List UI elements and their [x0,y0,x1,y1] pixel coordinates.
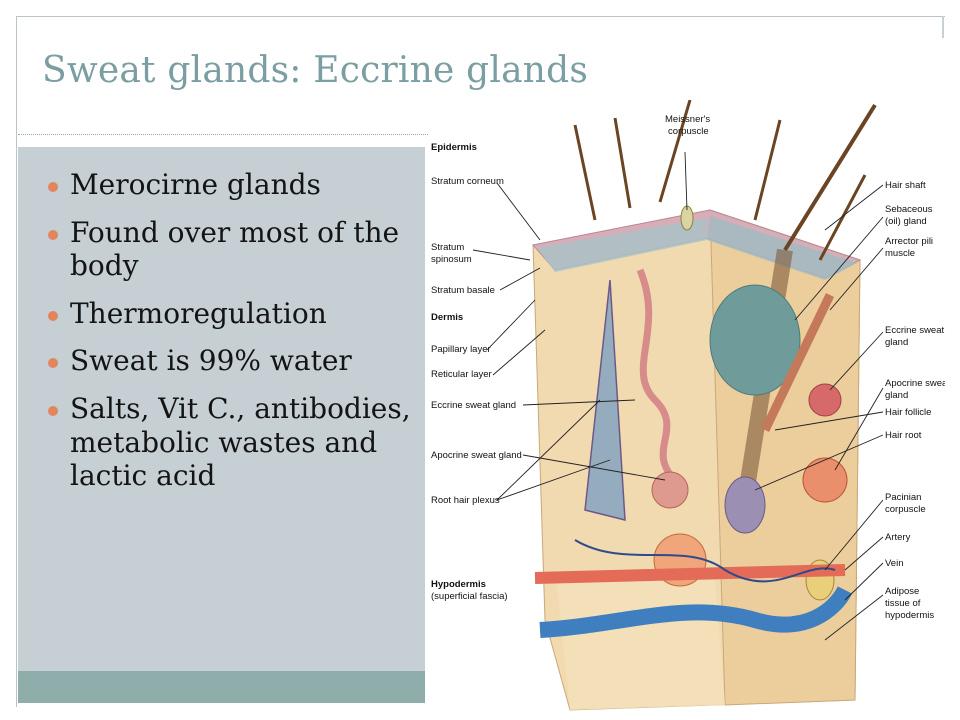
label-root-hair-plexus: Root hair plexus [431,495,500,506]
skin-block-illustration [532,100,877,711]
label-pacinian: Pacinian [885,492,921,503]
label-superficial-fascia: (superficial fascia) [431,591,508,602]
bullet-dot-icon [48,358,58,369]
label-sebaceous-2: (oil) gland [885,216,927,227]
label-artery: Artery [885,532,911,543]
bullet-item: Merocirne glands [48,168,420,202]
slide-frame [16,16,945,707]
label-eccrine-sweat-gland: Eccrine sweat gland [431,400,516,411]
label-stratum-basale: Stratum basale [431,285,495,296]
bullet-item: Sweat is 99% water [48,344,420,378]
bullet-list: Merocirne glands Found over most of the … [48,168,420,507]
label-adipose: Adipose [885,586,919,597]
label-papillary-layer: Papillary layer [431,344,491,355]
label-stratum-spinosum-2: spinosum [431,254,472,265]
label-pacinian-2: corpuscle [885,504,926,515]
label-reticular-layer: Reticular layer [431,369,492,380]
bullet-item: Found over most of the body [48,216,420,283]
label-stratum-corneum: Stratum corneum [431,176,504,187]
label-apocrine-right-2: gland [885,390,908,401]
leader-lines [472,151,884,641]
label-epidermis: Epidermis [431,142,477,153]
label-apocrine-right: Apocrine sweat [885,378,945,389]
bullet-dot-icon [48,182,58,192]
label-arrector-pili-2: muscle [885,248,915,259]
bullet-item: Salts, Vit C., antibodies, metabolic was… [48,392,420,493]
label-meissners: Meissner's [665,114,710,125]
bullet-dot-icon [48,229,58,240]
skin-anatomy-figure: Epidermis Stratum corneum Stratum spinos… [425,100,945,720]
label-eccrine-right: Eccrine sweat [885,325,944,336]
label-eccrine-right-2: gland [885,337,908,348]
bullet-text: Merocirne glands [70,168,321,201]
label-meissners-2: corpuscle [668,126,709,137]
bullet-text: Sweat is 99% water [70,344,352,378]
label-hair-follicle: Hair follicle [885,407,931,418]
bullet-text: Found over most of the body [70,215,400,283]
label-hair-root: Hair root [885,430,922,441]
bullet-item: Thermoregulation [48,297,420,331]
bullet-text: Thermoregulation [70,296,327,330]
bullet-dot-icon [48,405,58,416]
skin-diagram: Epidermis Stratum corneum Stratum spinos… [431,100,945,711]
label-dermis: Dermis [431,312,463,323]
label-hair-shaft: Hair shaft [885,180,926,191]
label-apocrine-sweat-gland: Apocrine sweat gland [431,450,522,461]
slide-title: Sweat glands: Eccrine glands [42,50,589,91]
bullet-dot-icon [48,310,58,321]
frame-tick [942,16,944,38]
label-sebaceous: Sebaceous [885,204,933,215]
label-adipose-3: hypodermis [885,610,934,621]
label-arrector-pili: Arrector pili [885,236,933,247]
content-panel [18,147,425,671]
title-divider [18,134,428,135]
label-vein: Vein [885,558,904,569]
bullet-text: Salts, Vit C., antibodies, metabolic was… [70,391,411,493]
label-adipose-2: tissue of [885,598,921,609]
label-stratum-spinosum: Stratum [431,242,464,253]
footer-bar [18,671,425,703]
label-hypodermis: Hypodermis [431,579,486,590]
